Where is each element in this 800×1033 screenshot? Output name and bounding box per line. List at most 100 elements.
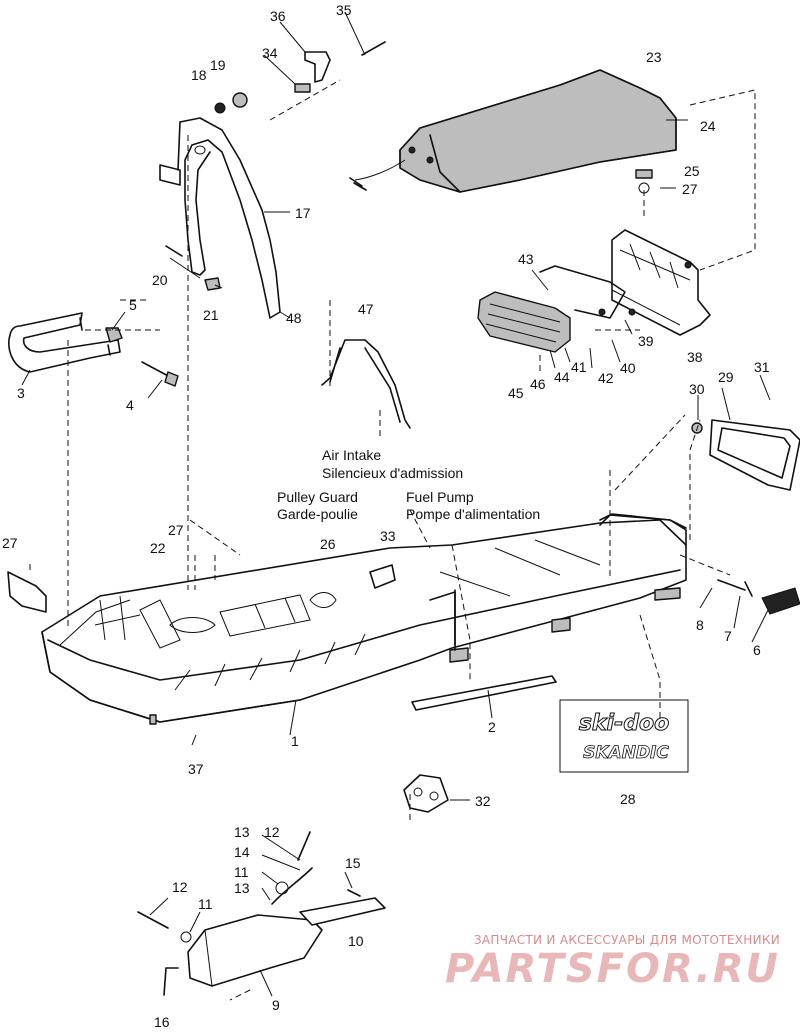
- callout-9: 9: [272, 997, 280, 1013]
- callout-32: 32: [475, 793, 491, 809]
- callout-4: 4: [126, 397, 134, 413]
- callout-24: 24: [700, 118, 716, 134]
- callout-34: 34: [262, 45, 278, 61]
- bolt-20: [165, 245, 183, 257]
- leader-lines: [21, 11, 771, 997]
- callout-13a: 13: [234, 824, 250, 840]
- nut-21: [204, 277, 221, 291]
- tail-light-housing: [611, 229, 711, 336]
- callout-8: 8: [696, 617, 704, 633]
- rivet-12-lower: [137, 911, 169, 929]
- callout-27b: 27: [168, 522, 184, 538]
- callout-23: 23: [646, 49, 662, 65]
- callout-16: 16: [154, 1014, 170, 1030]
- section-labels: Air Intake Silencieux d'admission Pulley…: [277, 447, 540, 522]
- callout-15: 15: [345, 855, 361, 871]
- decal-line1: ski-doo: [579, 711, 669, 736]
- grommet-19: [232, 92, 248, 108]
- callout-48: 48: [286, 310, 302, 326]
- callout-17: 17: [295, 205, 311, 221]
- label-air-intake-fr: Silencieux d'admission: [322, 465, 463, 481]
- cable-14: [271, 867, 313, 905]
- callout-27a: 27: [2, 535, 18, 551]
- callout-25: 25: [684, 163, 700, 179]
- callout-1: 1: [291, 733, 299, 749]
- callout-45: 45: [508, 385, 524, 401]
- guard-9: [187, 914, 323, 987]
- callout-38: 38: [687, 349, 703, 365]
- seat: [349, 69, 677, 193]
- label-fuel-pump-fr: Pompe d'alimentation: [406, 506, 540, 522]
- assembly-lines: [29, 79, 756, 1001]
- callout-12a: 12: [264, 824, 280, 840]
- callout-29: 29: [718, 369, 734, 385]
- callout-44: 44: [554, 369, 570, 385]
- label-pulley-guard-en: Pulley Guard: [277, 489, 358, 505]
- callout-41: 41: [571, 359, 587, 375]
- callout-21: 21: [203, 307, 219, 323]
- callout-3: 3: [17, 385, 25, 401]
- reflector-screw: [717, 579, 753, 597]
- callout-14: 14: [234, 844, 250, 860]
- spacer-34: [294, 83, 311, 93]
- callout-20: 20: [152, 272, 168, 288]
- screw-35: [361, 41, 386, 56]
- callout-39: 39: [638, 333, 654, 349]
- callout-42: 42: [598, 370, 614, 386]
- callout-11b: 11: [198, 896, 213, 912]
- callout-36: 36: [270, 8, 286, 24]
- bracket-32: [403, 774, 449, 813]
- callout-18: 18: [191, 67, 207, 83]
- callout-27c: 27: [682, 181, 698, 197]
- plate-frame: [691, 419, 800, 491]
- bracket-36: [304, 51, 331, 83]
- callout-43: 43: [518, 251, 534, 267]
- trim-strip: [411, 675, 557, 711]
- body-hull: [41, 513, 687, 725]
- callout-13b: 13: [234, 880, 250, 896]
- side-plate: [7, 571, 47, 613]
- callout-30: 30: [689, 381, 705, 397]
- callout-7: 7: [724, 628, 732, 644]
- watermark-brand: PARTSFOR.RU: [444, 946, 780, 992]
- bolt-4-head: [164, 371, 179, 387]
- callout-10: 10: [348, 933, 364, 949]
- label-air-intake-en: Air Intake: [322, 447, 381, 463]
- decal-line2: SKANDIC: [583, 743, 669, 763]
- clip-16: [163, 967, 179, 996]
- plate-10: [299, 897, 386, 926]
- grommet-25: [635, 169, 653, 179]
- reflector: [761, 587, 800, 615]
- label-pulley-guard-fr: Garde-poulie: [277, 506, 358, 522]
- washer-11-lower: [180, 931, 192, 943]
- nut-18: [214, 102, 226, 114]
- callout-11a: 11: [234, 864, 249, 880]
- label-fuel-pump-en: Fuel Pump: [406, 489, 474, 505]
- callout-33: 33: [380, 528, 396, 544]
- callout-numbers: 1 2 3 4 5 6 7 8 9 10 11 11 12 12 13 13 1…: [2, 2, 770, 1030]
- air-intake-bracket: [321, 339, 411, 429]
- callout-26: 26: [320, 536, 336, 552]
- callout-47: 47: [358, 301, 374, 317]
- callout-40: 40: [620, 360, 636, 376]
- watermark-tagline: ЗАПЧАСТИ И АКСЕССУАРЫ ДЛЯ МОТОТЕХНИКИ: [473, 933, 780, 947]
- callout-5: 5: [129, 297, 137, 313]
- callout-37: 37: [188, 761, 204, 777]
- callout-35: 35: [336, 2, 352, 18]
- watermark-logo: ЗАПЧАСТИ И АКСЕССУАРЫ ДЛЯ МОТОТЕХНИКИ PA…: [445, 933, 780, 991]
- callout-22: 22: [150, 540, 166, 556]
- decal-28: ski-doo SKANDIC: [559, 699, 689, 773]
- callout-12b: 12: [172, 879, 188, 895]
- callout-28: 28: [620, 791, 636, 807]
- fuel-pump: [369, 564, 396, 589]
- callout-31: 31: [754, 359, 770, 375]
- tail-light-lens: [477, 265, 636, 353]
- front-bumper: [8, 312, 121, 373]
- rear-handle: [159, 117, 281, 319]
- screw-15: [347, 889, 361, 897]
- rear-rail: [429, 514, 687, 651]
- rivet-12-upper: [297, 831, 311, 861]
- callout-2: 2: [488, 719, 496, 735]
- callout-6: 6: [753, 642, 761, 658]
